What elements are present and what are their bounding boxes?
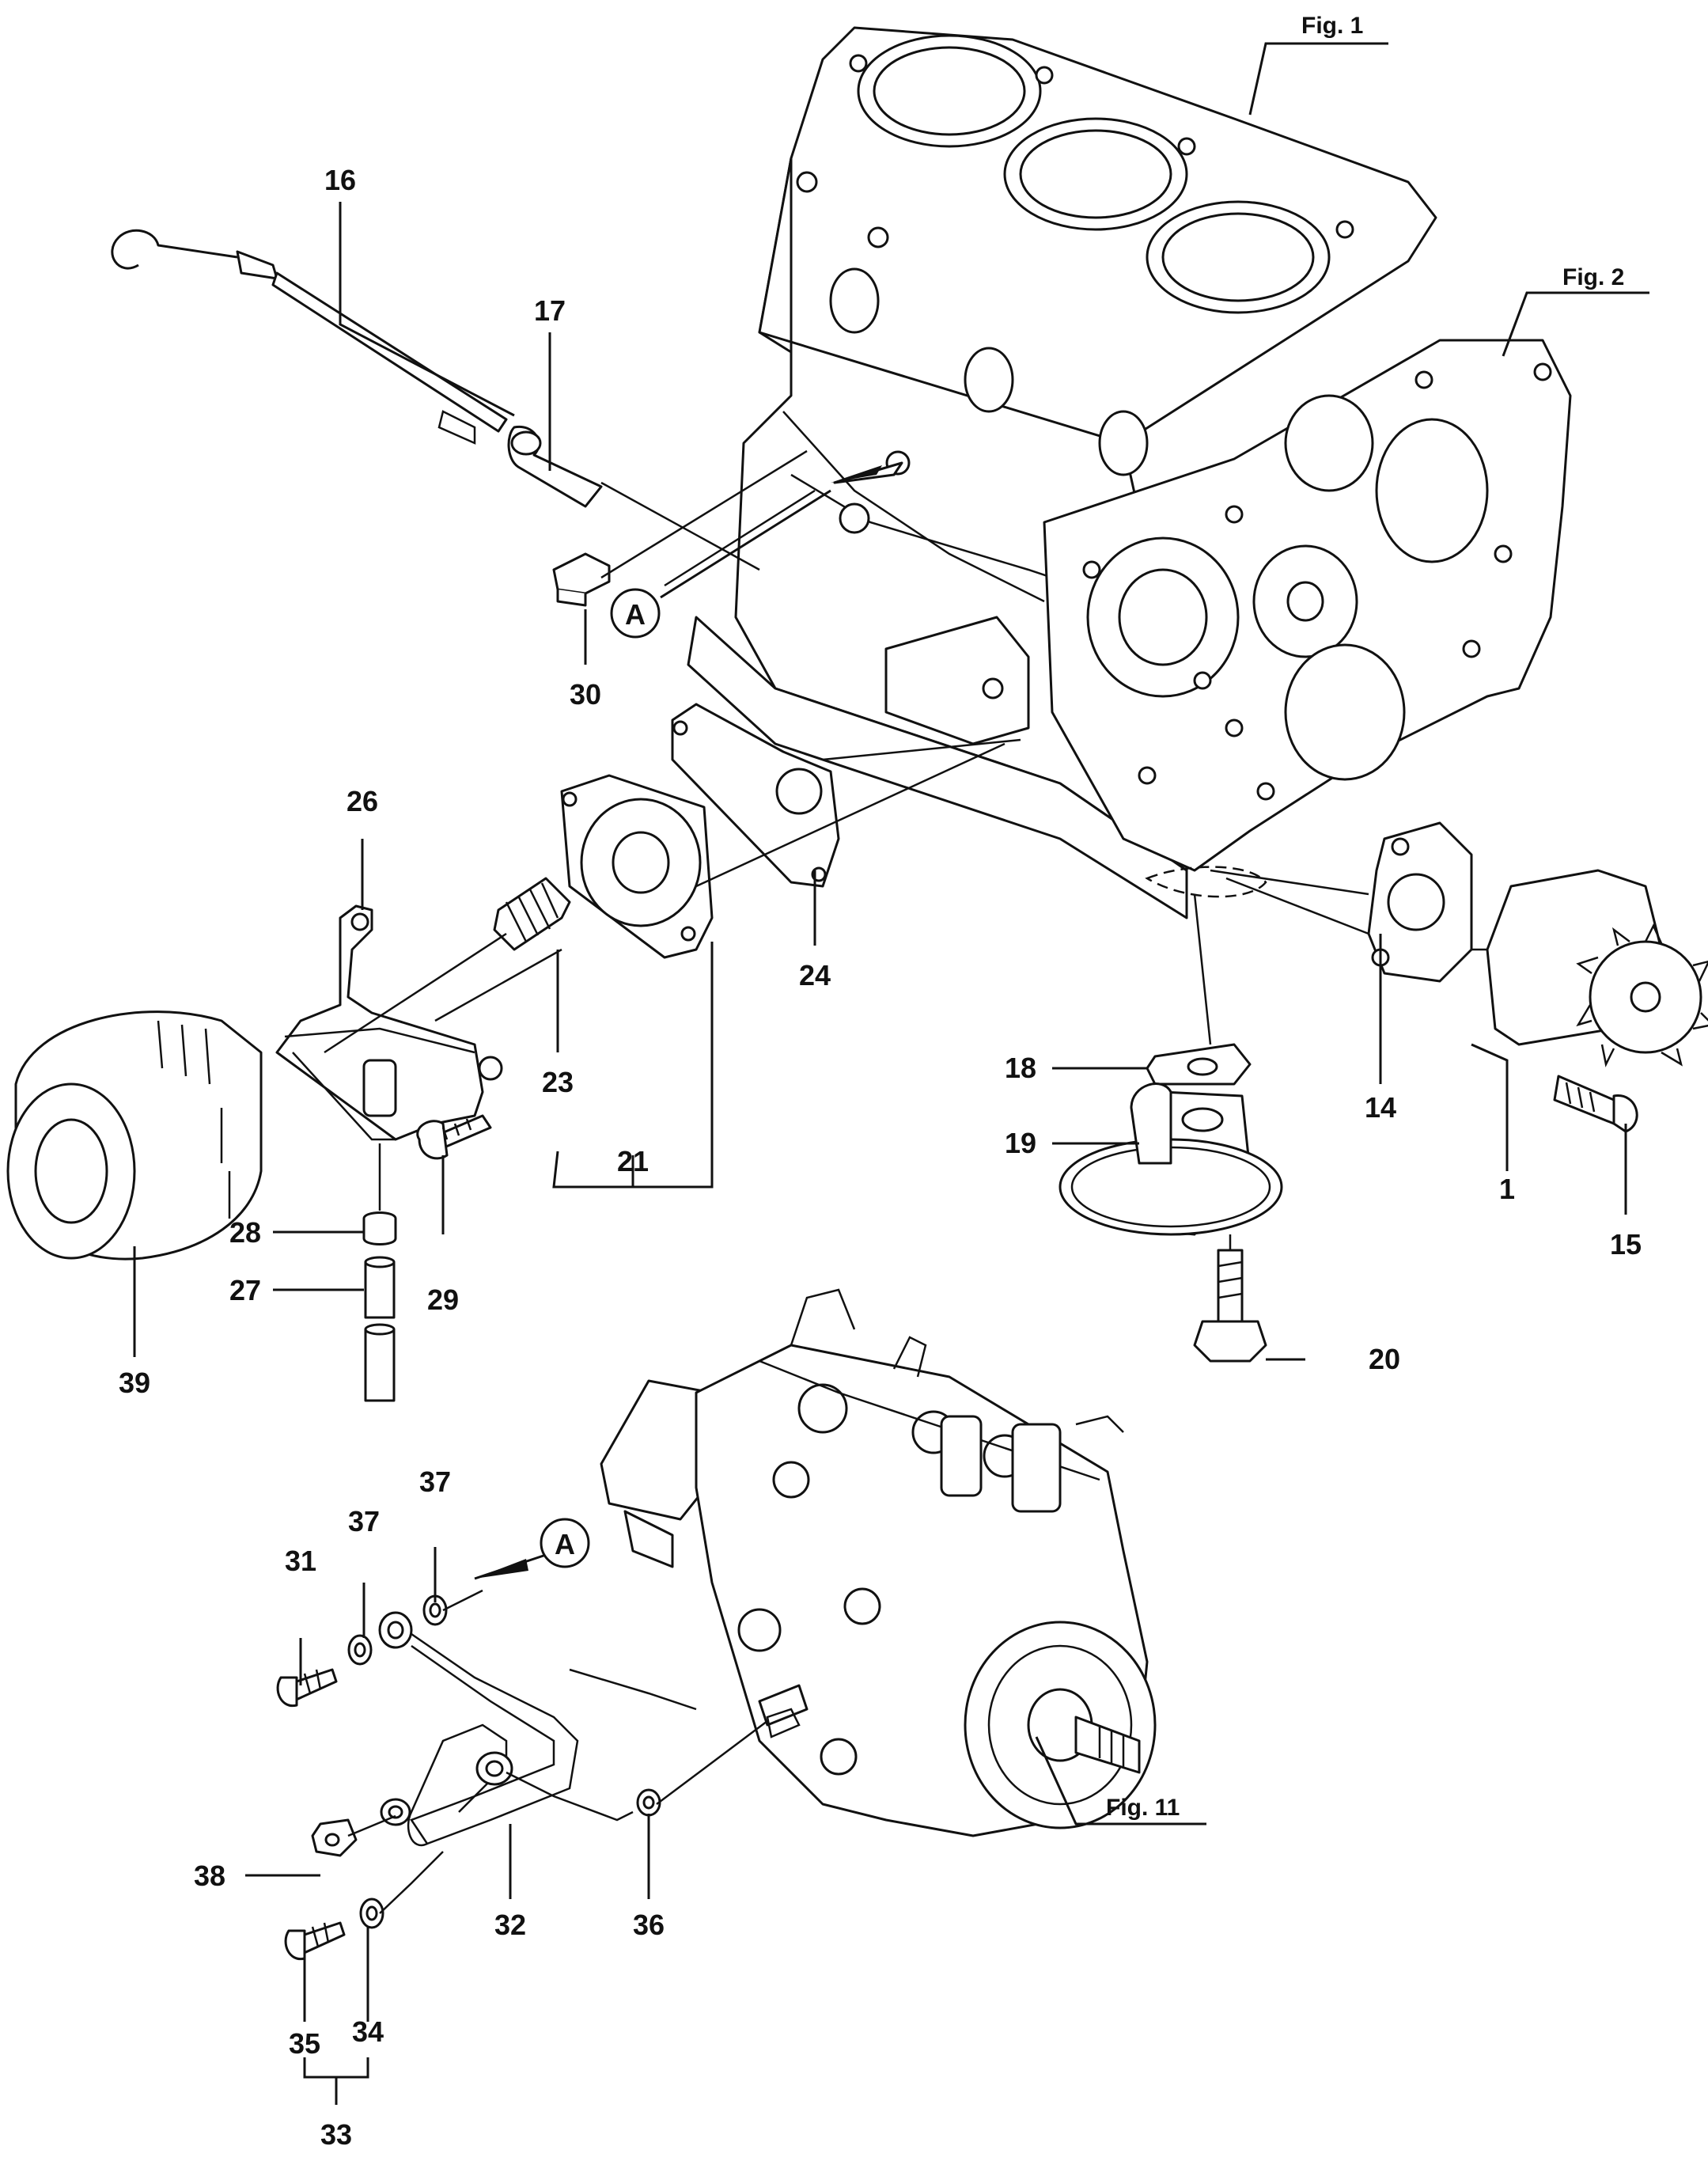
callout-18: 18 (1005, 1052, 1036, 1084)
callout-34: 34 (352, 2015, 384, 2048)
callout-23: 23 (542, 1066, 574, 1098)
cylinder-block (687, 26, 1572, 919)
figure-ref-1: Fig. 1 (1301, 13, 1363, 39)
view-a-arrow-upper (831, 461, 903, 484)
callout-38: 38 (194, 1860, 225, 1892)
oil-pressure-switch (552, 552, 611, 607)
callout-19: 19 (1005, 1127, 1036, 1159)
callout-37-left: 37 (348, 1505, 380, 1537)
callout-21: 21 (617, 1145, 649, 1177)
callout-1: 1 (1499, 1173, 1515, 1205)
oil-pump-gear (1576, 923, 1708, 1067)
callout-16: 16 (324, 164, 356, 196)
exploded-view-lines (324, 449, 1487, 1914)
callout-30: 30 (570, 678, 601, 711)
callout-33: 33 (320, 2118, 352, 2151)
oil-strainer-assembly (1059, 866, 1283, 1363)
callout-27: 27 (229, 1274, 261, 1306)
figure-ref-11: Fig. 11 (1106, 1795, 1180, 1821)
callout-24: 24 (799, 959, 831, 991)
callout-37-right: 37 (419, 1465, 451, 1498)
callout-36: 36 (633, 1909, 665, 1941)
dipstick (111, 229, 603, 508)
view-a-arrow-lower (474, 1553, 547, 1580)
oil-filter (6, 1010, 263, 1261)
callout-17: 17 (534, 294, 566, 327)
callout-35: 35 (289, 2027, 320, 2060)
figure-ref-2: Fig. 2 (1562, 264, 1624, 290)
figure-reference-leaders (1035, 42, 1649, 1826)
view-marker-a-lower: A (540, 1518, 590, 1568)
callout-31: 31 (285, 1545, 316, 1577)
callout-14: 14 (1365, 1091, 1396, 1124)
svg-text:A: A (625, 598, 646, 631)
callout-32: 32 (494, 1909, 526, 1941)
view-marker-a-upper: A (610, 489, 831, 639)
callout-20: 20 (1369, 1343, 1400, 1375)
fuel-injection-pump (600, 1288, 1157, 1837)
callout-leaders (133, 202, 1627, 2105)
callout-15: 15 (1610, 1228, 1642, 1261)
callout-26: 26 (347, 785, 378, 817)
callout-29: 29 (427, 1283, 459, 1316)
bolt-and-pipes (362, 1114, 492, 1402)
oil-pipe-assembly (276, 1594, 801, 1961)
oil-pump-assembly (1367, 821, 1708, 1133)
callout-28: 28 (229, 1216, 261, 1249)
callout-39: 39 (119, 1367, 150, 1399)
svg-text:A: A (555, 1528, 575, 1560)
